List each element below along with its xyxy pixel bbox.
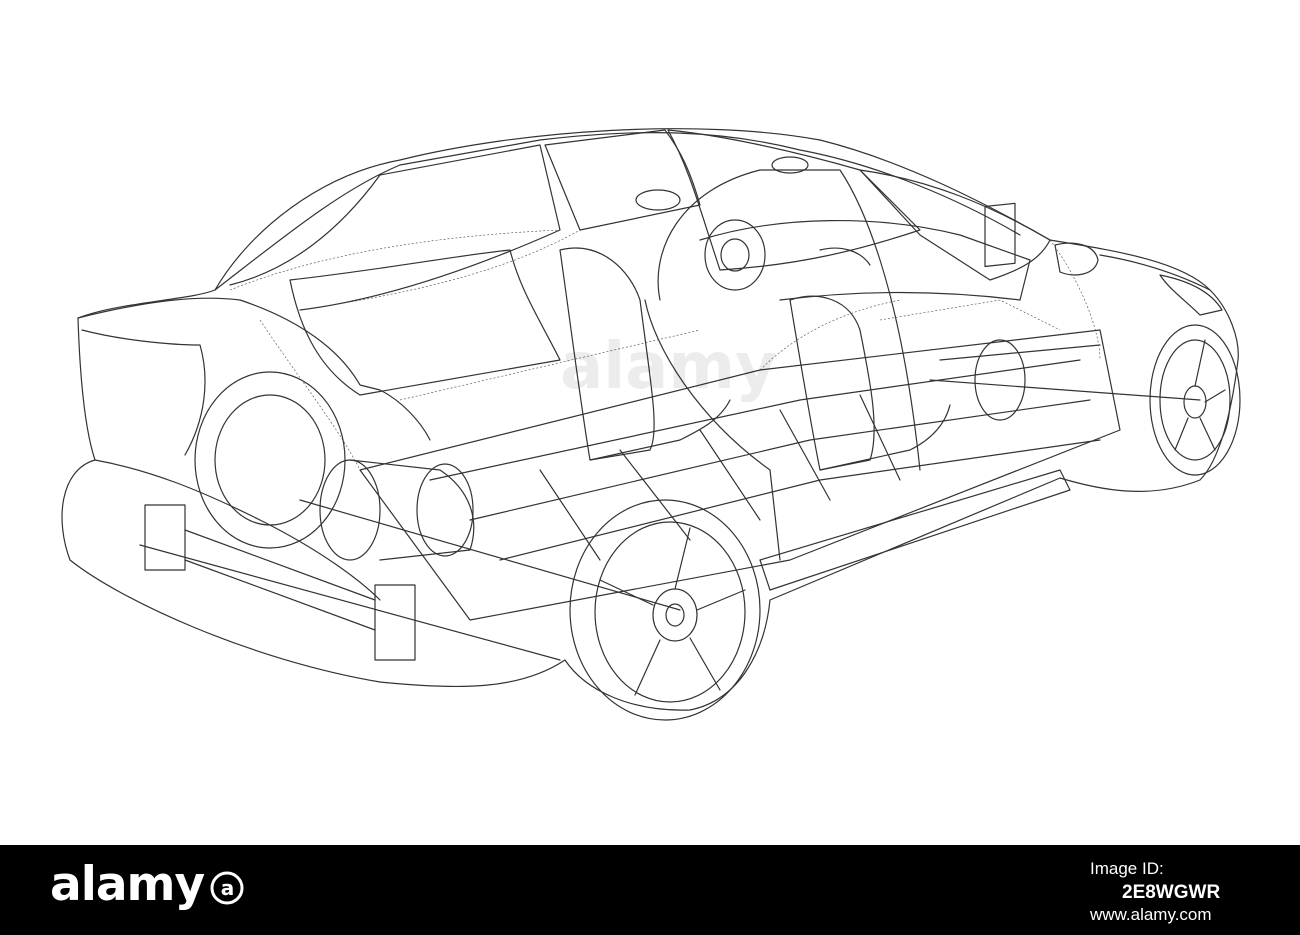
- headlight: [1159, 274, 1223, 316]
- watermark: alamy: [560, 330, 777, 404]
- rear-right-wheel: [569, 499, 761, 721]
- rear-axle: [299, 499, 681, 611]
- image-id-value: 2E8WGWR: [1122, 882, 1221, 903]
- brand-logo[interactable]: alamy a: [50, 855, 244, 915]
- wireframe-car-illustration: [61, 128, 1241, 721]
- driver-seat: [559, 247, 655, 461]
- roof-line: [214, 131, 1021, 291]
- dashboard: [699, 219, 1031, 301]
- car-body-outline: [61, 128, 1239, 711]
- a-logo-icon: a: [210, 871, 244, 904]
- watermark-footer: alamy a Image ID: 2E8WGWR www.alamy.com: [0, 845, 1300, 935]
- side-mirror: [1054, 242, 1099, 276]
- side-sill: [759, 469, 1071, 591]
- image-url[interactable]: www.alamy.com: [1090, 905, 1212, 924]
- image-id-label: Image ID:: [1090, 859, 1164, 878]
- trunk-lid: [77, 297, 431, 441]
- svg-text:a: a: [221, 876, 234, 900]
- rear-crash-beam: [144, 504, 186, 571]
- rear-window: [229, 144, 561, 311]
- illustration-area: alamy: [61, 128, 1241, 721]
- rear-seat: [289, 249, 561, 396]
- windshield: [859, 169, 1051, 281]
- passenger-seat: [789, 295, 875, 471]
- steering-wheel: [704, 219, 766, 291]
- rear-door-window: [544, 129, 701, 231]
- rear-headrest: [635, 189, 681, 211]
- front-door-window: [667, 129, 921, 271]
- brand-text: alamy: [50, 857, 205, 912]
- rear-left-wheel: [194, 371, 346, 549]
- radiator: [984, 202, 1016, 268]
- front-right-wheel: [1149, 324, 1241, 476]
- motor-housing: [319, 459, 381, 561]
- b-pillar: [657, 169, 921, 471]
